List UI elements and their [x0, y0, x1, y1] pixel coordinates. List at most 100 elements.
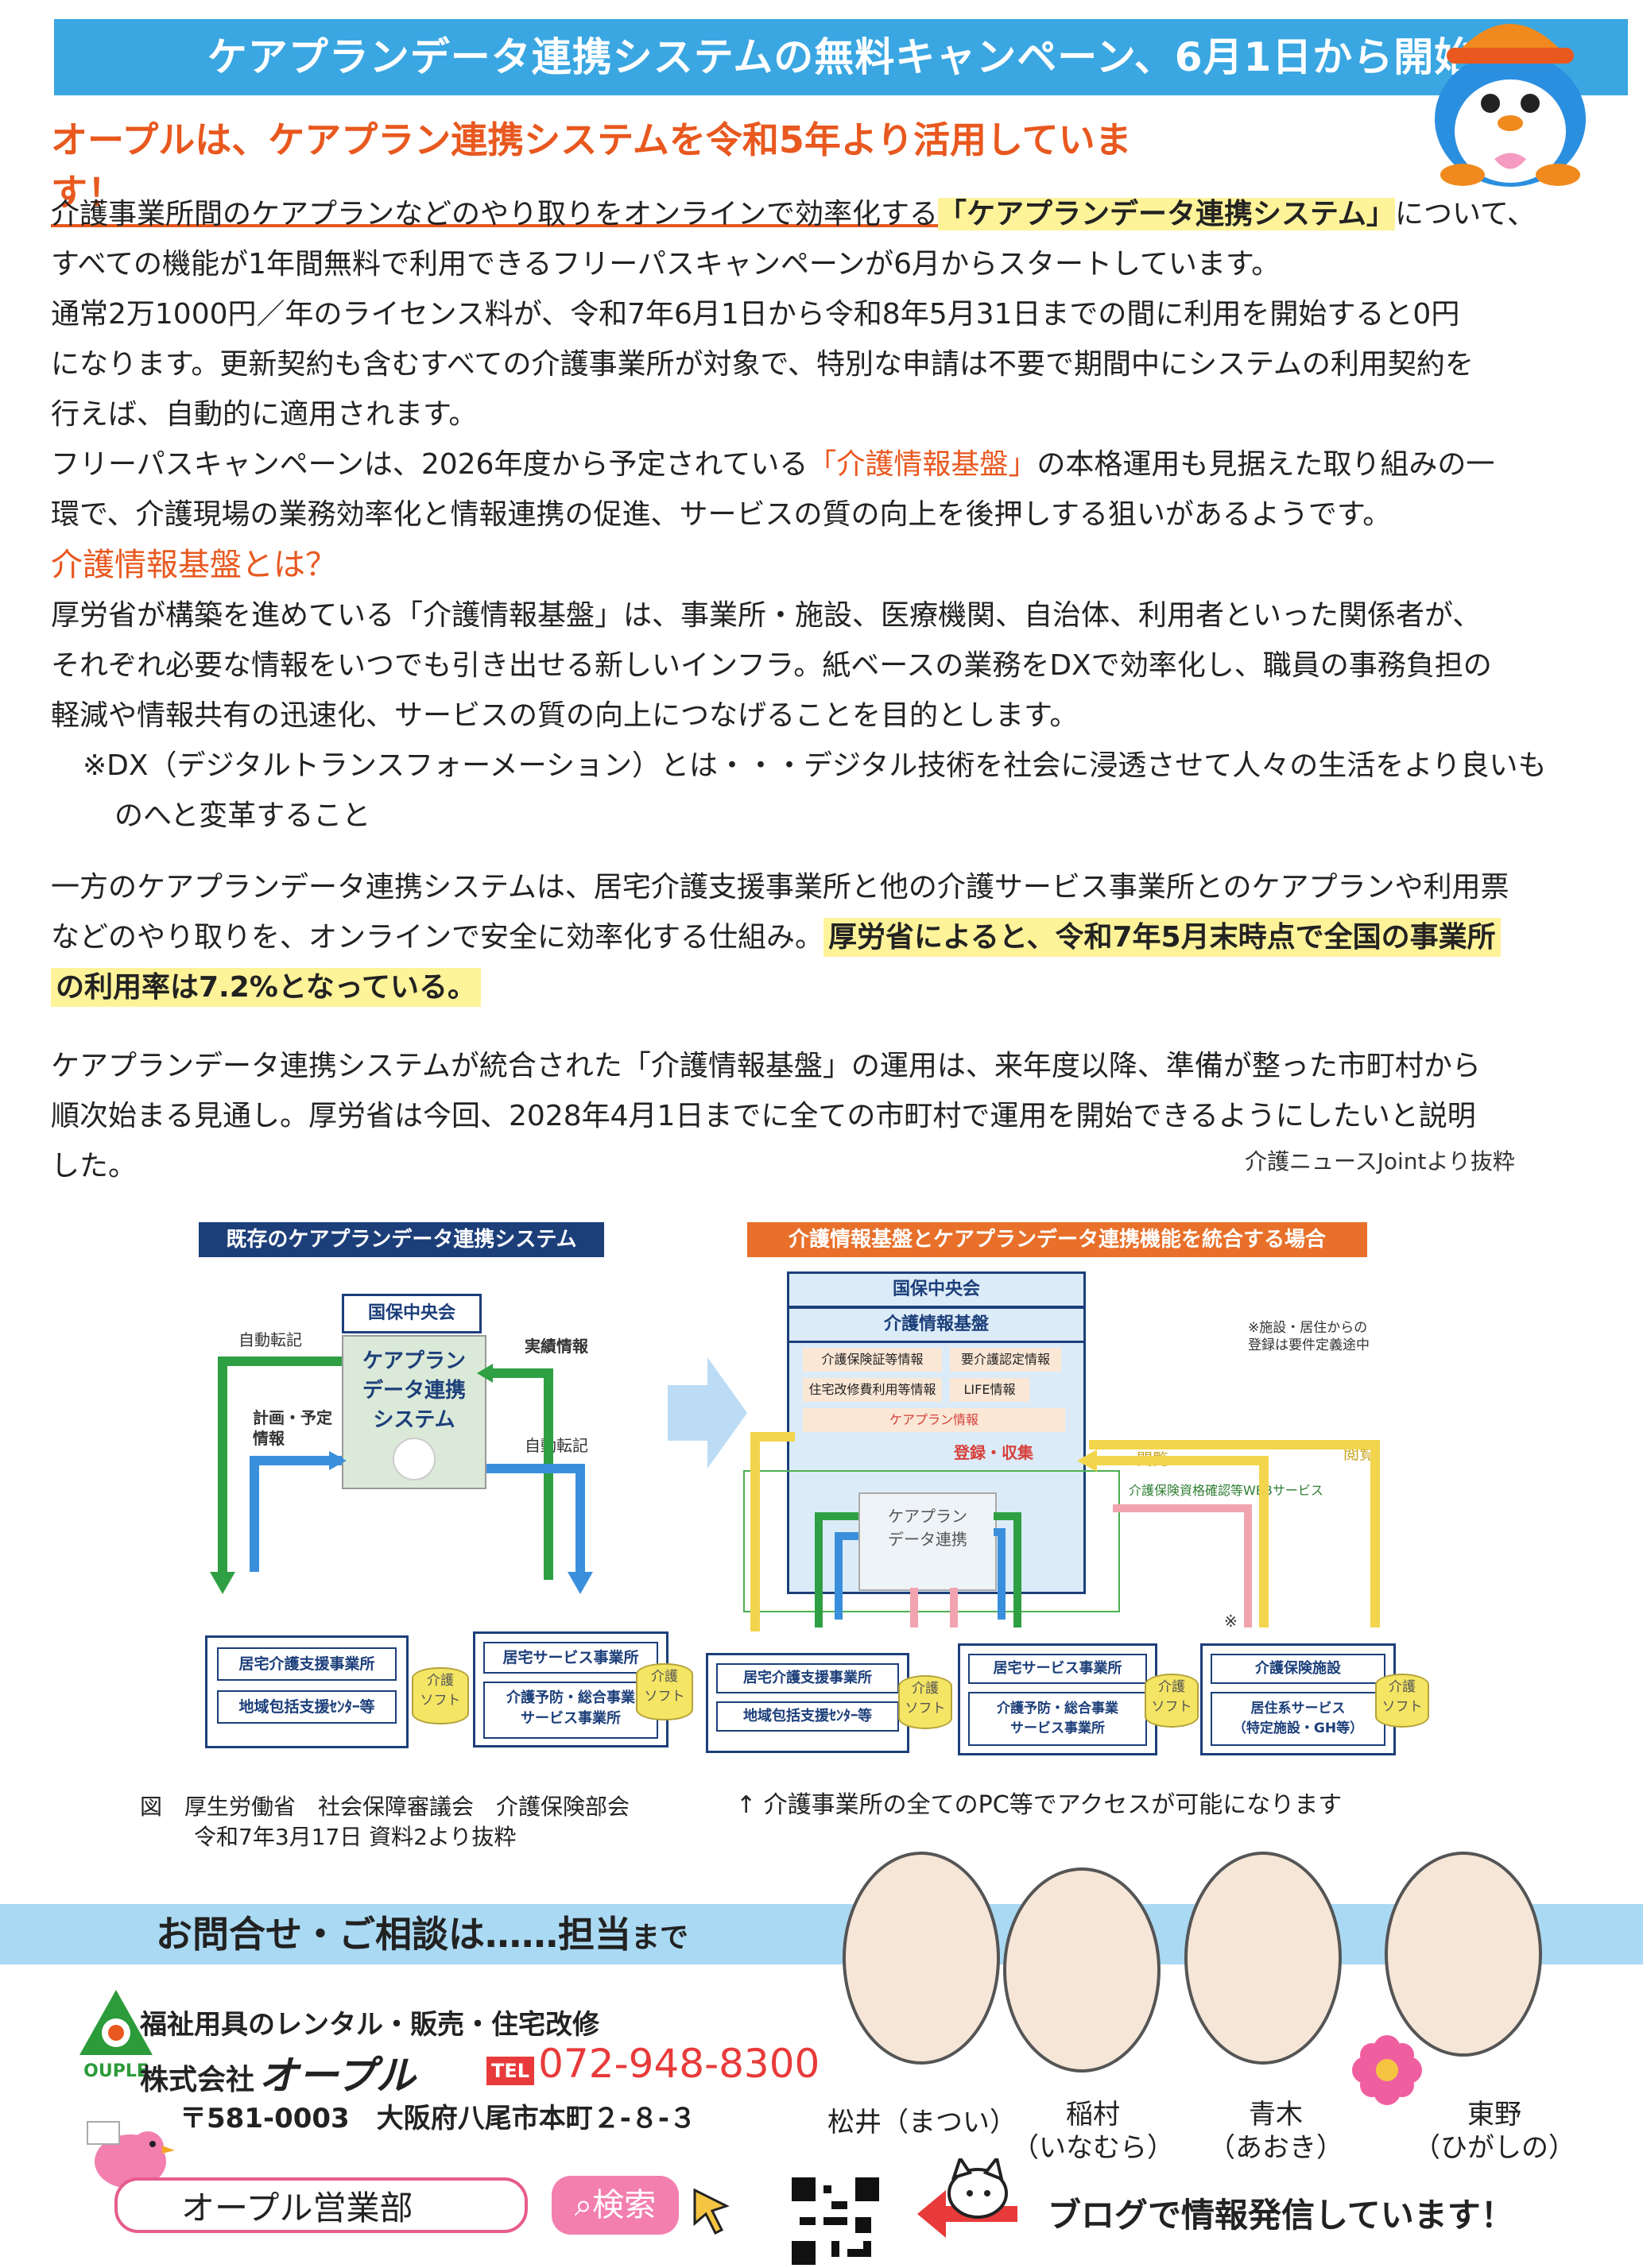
kyoju-label: （特定施設・GH等） — [1232, 1720, 1364, 1736]
kyotaku-shien-box: 居宅介護支援事業所 — [217, 1647, 397, 1681]
body-text: 厚労省が構築を進めている「介護情報基盤」は、事業所・施設、医療機関、自治体、利用… — [51, 599, 1482, 632]
intro-text: 行えば、自動的に適用されます。 — [51, 398, 478, 431]
care-software-icon: 介護ソフト — [636, 1663, 693, 1720]
kyoju-label: 居住系サービス — [1250, 1701, 1346, 1716]
staff-reading: （いなむら） — [1012, 2132, 1174, 2164]
diagram-right-title: 介護情報基盤とケアプランデータ連携機能を統合する場合 — [747, 1222, 1367, 1257]
staff-name-inamura: 稲村（いなむら） — [1002, 2098, 1184, 2165]
search-button-label: 検索 — [592, 2187, 657, 2223]
intro-text: になります。更新契約も含むすべての介護事業所が対象で、特別な申請は不要で期間中に… — [51, 348, 1474, 381]
provider-group-right-2: 居宅サービス事業所 介護予防・総合事業サービス事業所 — [958, 1643, 1157, 1755]
system-box: ケアプラン データ連携 システム — [342, 1335, 486, 1489]
software-label: 介護 — [651, 1669, 678, 1685]
chip-insurance: 介護保険証等情報 — [803, 1348, 942, 1372]
company-brand: オープル — [258, 2053, 416, 2099]
company-name: 株式会社 オープル — [140, 2044, 416, 2101]
footnote: ※DX（デジタルトランスフォーメーション）とは・・・デジタル技術を社会に浸透させ… — [83, 749, 1547, 782]
dog-icon — [393, 1438, 436, 1480]
chip-careplan: ケアプラン情報 — [803, 1408, 1065, 1432]
flower-icon — [1351, 2034, 1423, 2109]
care-software-icon: 介護ソフト — [412, 1667, 469, 1724]
note-label: 登録は要件定義途中 — [1248, 1337, 1370, 1353]
chip-certification: 要介護認定情報 — [950, 1348, 1061, 1372]
intro-text: 環で、介護現場の業務効率化と情報連携の促進、サービスの質の向上を後押しする狙いが… — [51, 498, 1392, 531]
highlight-usage-rate: の利用率は7.2%となっている。 — [51, 968, 481, 1007]
system-label: システム — [373, 1408, 455, 1432]
chiiki-box: 地域包括支援ｾﾝﾀｰ等 — [716, 1701, 899, 1732]
asterisk-label: ※ — [1224, 1612, 1238, 1631]
renkei-label: ケアプラン — [888, 1507, 967, 1526]
kyoju-box: 居住系サービス （特定施設・GH等） — [1211, 1692, 1385, 1746]
kokuho-box: 国保中央会 — [342, 1294, 482, 1333]
company-tagline: 福祉用具のレンタル・販売・住宅改修 — [140, 2009, 599, 2041]
staff-name-aoki: 青木（あおき） — [1184, 2098, 1367, 2165]
yobo-box: 介護予防・総合事業サービス事業所 — [968, 1692, 1147, 1746]
phone-number[interactable]: 072-948-8300 — [538, 2041, 820, 2087]
staff-reading: （あおき） — [1208, 2132, 1343, 2164]
intro-text: 介護事業所間のケアプランなどのやり取りをオンラインで効率化する — [51, 198, 939, 230]
note-label: ※施設・居住からの — [1248, 1320, 1368, 1336]
body-text: それぞれ必要な情報をいつでも引き出せる新しいインフラ。紙ベースの業務をDXで効率… — [51, 649, 1492, 682]
body-text: などのやり取りを、オンラインで安全に効率化する仕組み。 — [51, 921, 824, 954]
section-schedule: ケアプランデータ連携システムが統合された「介護情報基盤」の運用は、来年度以降、準… — [51, 1041, 1593, 1191]
intro-text: フリーパスキャンペーンは、2026年度から予定されている — [51, 448, 808, 481]
provider-group-right-3: 介護保険施設 居住系サービス （特定施設・GH等） — [1200, 1643, 1396, 1755]
body-text: 軽減や情報共有の迅速化、サービスの質の向上につなげることを目的とします。 — [51, 699, 1079, 732]
system-label: ケアプラン — [362, 1349, 466, 1373]
staff-name: 東野 — [1467, 2099, 1521, 2131]
search-button[interactable]: ⌕検索 — [552, 2176, 679, 2235]
yobo-label: 介護予防・総合事業 — [997, 1701, 1118, 1716]
software-label: 介護 — [912, 1681, 939, 1697]
section-kaigo-kiban: 介護情報基盤とは？ 厚労省が構築を進めている「介護情報基盤」は、事業所・施設、医… — [51, 540, 1593, 841]
figure-caption: 令和7年3月17日 資料2より抜粋 — [194, 1824, 517, 1850]
phone[interactable]: TEL 072-948-8300 — [486, 2042, 820, 2085]
body-text: した。 — [51, 1150, 138, 1182]
cursor-icon — [687, 2182, 742, 2241]
staff-reading: （ひがしの） — [1413, 2132, 1575, 2164]
chip-housing: 住宅改修費利用等情報 — [803, 1378, 942, 1402]
actual-info-label: 実績情報 — [525, 1337, 588, 1356]
staff-aoki-avatar — [1184, 1852, 1342, 2065]
diagram: 既存のケアプランデータ連携システム 介護情報基盤とケアプランデータ連携機能を統合… — [191, 1214, 1431, 1755]
software-label: ソフト — [420, 1693, 461, 1709]
auto-transfer-label: 自動転記 — [525, 1436, 588, 1455]
staff-name-matsui: 松井（まつい） — [827, 2107, 1017, 2138]
orange-term: 「介護情報基盤」 — [808, 448, 1037, 481]
staff-inamura-avatar — [1003, 1867, 1161, 2073]
header-banner: ケアプランデータ連携システムの無料キャンペーン、6月1日から開始 — [54, 19, 1628, 95]
search-input[interactable]: オープル営業部 — [114, 2177, 528, 2233]
auto-transfer-label: 自動転記 — [238, 1330, 302, 1349]
staff-name-higashino: 東野（ひがしの） — [1399, 2098, 1590, 2165]
transition-arrow-icon — [668, 1357, 747, 1469]
provider-group-left: 居宅介護支援事業所 地域包括支援ｾﾝﾀｰ等 — [205, 1635, 409, 1748]
plan-info-label: 情報 — [253, 1429, 285, 1448]
yobo-label: サービス事業所 — [1010, 1720, 1105, 1736]
system-label: データ連携 — [362, 1379, 466, 1403]
renkei-box: ケアプラン データ連携 — [858, 1492, 997, 1591]
blog-text: ブログで情報発信しています！ — [1048, 2196, 1514, 2235]
care-software-icon: 介護ソフト — [1145, 1674, 1199, 1728]
yobo-label: サービス事業所 — [521, 1710, 621, 1727]
intro-text: の本格運用も見据えた取り組みの一 — [1037, 448, 1495, 481]
flow-arrows-left — [210, 1357, 593, 1594]
company-prefix: 株式会社 — [140, 2064, 255, 2096]
section-usage: 一方のケアプランデータ連携システムは、居宅介護支援事業所と他の介護サービス事業所… — [51, 862, 1593, 1012]
section-heading: 介護情報基盤とは？ — [51, 547, 337, 583]
staff-name: 稲村 — [1066, 2099, 1120, 2131]
kaigo-shisetsu-box: 介護保険施設 — [1211, 1654, 1385, 1684]
source-credit: 介護ニュースJointより抜粋 — [1245, 1148, 1515, 1175]
flow-arrows-right — [750, 1432, 1380, 1631]
kyotaku-service-box: 居宅サービス事業所 — [968, 1654, 1147, 1684]
staff-name: 青木 — [1249, 2099, 1303, 2131]
inquiry-text: お問合せ・ご相談は……担当まで — [156, 1907, 688, 1965]
intro-text: すべての機能が1年間無料で利用できるフリーパスキャンペーンが6月からスタートして… — [51, 248, 1281, 281]
qr-code-icon[interactable] — [792, 2177, 879, 2268]
web-service-frame — [743, 1470, 1120, 1612]
yobo-box: 介護予防・総合事業サービス事業所 — [483, 1682, 658, 1739]
provider-group-right-1: 居宅介護支援事業所 地域包括支援ｾﾝﾀｰ等 — [706, 1653, 909, 1753]
r-kokuho-box: 国保中央会 — [787, 1271, 1086, 1308]
company-logo: OUPLE — [76, 1987, 156, 2082]
chiiki-box: 地域包括支援ｾﾝﾀｰ等 — [217, 1690, 397, 1724]
software-label: 介護 — [1389, 1679, 1416, 1695]
software-label: 介護 — [1158, 1679, 1185, 1695]
